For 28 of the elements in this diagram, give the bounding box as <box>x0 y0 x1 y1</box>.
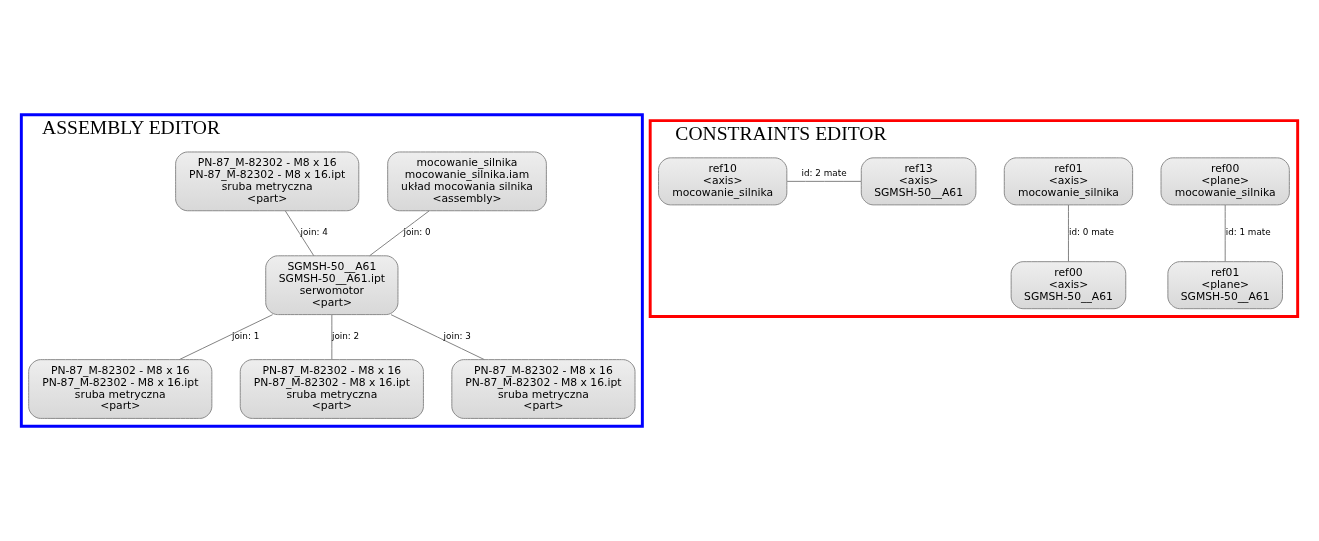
connector <box>331 314 333 361</box>
edge-label: join: 0 <box>403 227 431 238</box>
edge-label: join: 2 <box>331 331 360 342</box>
connector <box>284 210 315 257</box>
node-box: mocowanie_silnika mocowanie_silnika.iam układ mocowania silnika <assembly> <box>387 151 547 212</box>
connector <box>179 314 274 361</box>
node-box: PN-87_M-82302 - M8 x 16 PN-87_M-82302 - M8 x 16.ipt sruba metryczna <part> <box>451 359 636 419</box>
node-box: ref13 <axis> SGMSH-50__A61 <box>860 157 977 206</box>
node-box: ref01 <axis> mocowanie_silnika <box>1003 157 1134 206</box>
node-box: ref00 <plane> mocowanie_silnika <box>1160 157 1290 206</box>
edge-label: id: 0 mate <box>1068 227 1114 238</box>
edge-label: join: 3 <box>443 331 471 342</box>
edge-label: join: 4 <box>300 227 328 238</box>
connector <box>1224 204 1226 263</box>
connector <box>390 314 485 361</box>
node-box: ref00 <axis> SGMSH-50__A61 <box>1010 261 1127 310</box>
connector <box>1067 204 1069 263</box>
node-box: PN-87_M-82302 - M8 x 16 PN-87_M-82302 - M8 x 16.ipt sruba metryczna <part> <box>239 359 424 419</box>
edge-label: id: 1 mate <box>1225 227 1271 238</box>
node-box: PN-87_M-82302 - M8 x 16 PN-87_M-82302 - M8 x 16.ipt sruba metryczna <part> <box>175 151 360 212</box>
edge-label: join: 1 <box>232 331 260 342</box>
node-box: ref01 <plane> SGMSH-50__A61 <box>1167 261 1283 310</box>
connector <box>369 210 430 257</box>
node-box: PN-87_M-82302 - M8 x 16 PN-87_M-82302 - M8 x 16.ipt sruba metryczna <part> <box>28 359 213 419</box>
connector <box>786 180 862 182</box>
node-box: ref10 <axis> mocowanie_silnika <box>658 157 788 206</box>
edge-label: id: 2 mate <box>801 167 847 178</box>
node-box: SGMSH-50__A61 SGMSH-50__A61.ipt serwomotor <part> <box>265 255 399 316</box>
